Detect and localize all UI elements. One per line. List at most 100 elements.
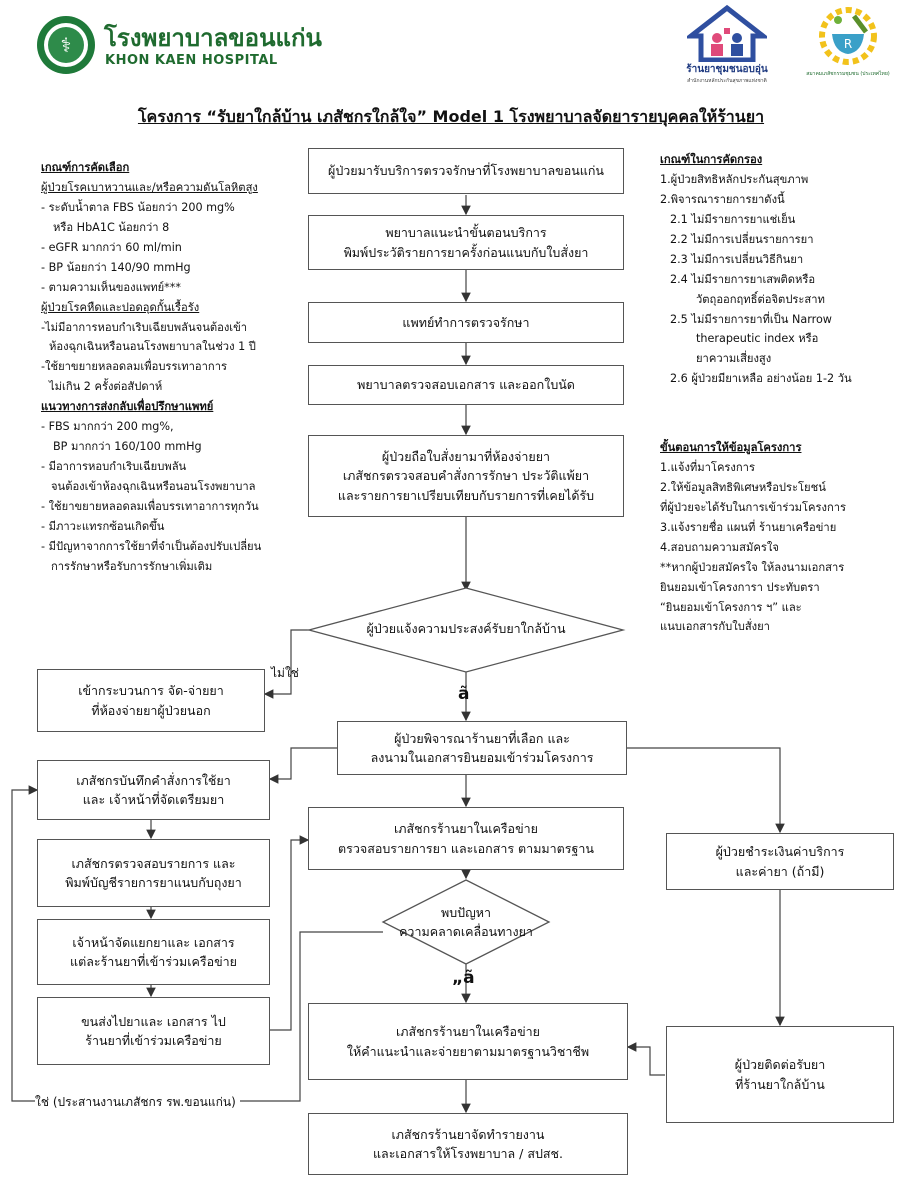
decision-text: ผู้ป่วยแจ้งความประสงค์รับยาใกล้บ้าน <box>366 621 566 636</box>
logo2-subcaption: สมาคมเภสัชกรรมชุมชน (ประเทศไทย) <box>806 71 890 77</box>
screening-item: 2.5 ไม่มีรายการยาที่เป็น Narrow <box>670 312 832 326</box>
screening-item: ยาความเสี่ยงสูง <box>696 352 772 366</box>
criteria-heading: เกณฑ์การคัดเลือก <box>41 161 130 174</box>
step-text: ผู้ป่วยชำระเงินค่าบริการ <box>715 844 845 860</box>
left-panel: เกณฑ์การคัดเลือก ผู้ป่วยโรคเบาหวานและ/หร… <box>41 158 261 577</box>
right-payment: ผู้ป่วยชำระเงินค่าบริการ และค่ายา (ถ้ามี… <box>666 833 894 890</box>
mortar-pestle-icon: R <box>819 7 877 65</box>
step-text: ที่ห้องจ่ายยาผู้ป่วยนอก <box>91 702 211 718</box>
step-nurse-check: พยาบาลตรวจสอบเอกสาร และออกใบนัด <box>308 365 624 405</box>
decision-text: พบปัญหา <box>440 905 492 920</box>
step-patient-visit: ผู้ป่วยมารับบริการตรวจรักษาที่โรงพยาบาลข… <box>308 148 624 194</box>
page-title: โครงการ “รับยาใกล้บ้าน เภสัชกรใกล้ใจ” Mo… <box>137 107 765 126</box>
info-item: “ยินยอมเข้าโครงการ ฯ” และ <box>660 600 802 614</box>
group1-item: หรือ HbA1C น้อยกว่า 8 <box>53 220 170 234</box>
step-text: และรายการยาเปรียบเทียบกับรายการที่เคยได้… <box>337 487 595 503</box>
step-select-pharmacy: ผู้ป่วยพิจารณาร้านยาที่เลือก และ ลงนามใน… <box>337 721 627 775</box>
step-text: ผู้ป่วยถือใบสั่งยามาที่ห้องจ่ายยา <box>381 448 551 464</box>
moph-logo: ⚕ <box>37 16 95 74</box>
group1-item: - eGFR มากกว่า 60 ml/min <box>41 240 182 254</box>
step-text: ลงนามในเอกสารยินยอมเข้าร่วมโครงการ <box>370 750 594 765</box>
info-item: **หากผู้ป่วยสมัครใจ ให้ลงนามเอกสาร <box>660 560 845 574</box>
mid-pharmacy-verify: เภสัชกรร้านยาในเครือข่าย ตรวจสอบรายการยา… <box>308 807 624 870</box>
info-item: 1.แจ้งที่มาโครงการ <box>660 460 755 474</box>
group1-item: - ระดับน้ำตาล FBS น้อยกว่า 200 mg% <box>41 200 235 214</box>
step-text: พิมพ์บัญชีรายการยาแนบกับถุงยา <box>65 875 242 890</box>
hospital-name-en: KHON KAEN HOSPITAL <box>105 53 278 68</box>
group1-heading: ผู้ป่วยโรคเบาหวานและ/หรือความดันโลหิตสูง <box>41 180 258 194</box>
step-text: ตรวจสอบรายการยา และเอกสาร ตามมาตรฐาน <box>338 840 594 856</box>
info-item: 2.ให้ข้อมูลสิทธิพิเศษหรือประโยชน์ <box>660 480 826 494</box>
step-text: พยาบาลตรวจสอบเอกสาร และออกใบนัด <box>357 377 575 393</box>
step-text: ร้านยาที่เข้าร่วมเครือข่าย <box>85 1033 222 1048</box>
referral-item: BP มากกว่า 160/100 mmHg <box>53 440 202 454</box>
left-transport: ขนส่งไปยาและ เอกสาร ไป ร้านยาที่เข้าร่วม… <box>37 997 270 1065</box>
no-mark-2: „ã <box>452 968 475 988</box>
left-sort-meds: เจ้าหน้าจัดแยกยาและ เอกสาร แต่ละร้านยาที… <box>37 919 270 985</box>
referral-item: - ใช้ยาขยายหลอดลมเพื่อบรรเทาอาการทุกวัน <box>41 499 259 513</box>
screening-item: 1.ผู้ป่วยสิทธิหลักประกันสุขภาพ <box>660 172 809 186</box>
step-text: ขนส่งไปยาและ เอกสาร ไป <box>81 1013 226 1029</box>
screening-item: 2.2 ไม่มีการเปลี่ยนรายการยา <box>670 232 814 246</box>
step-text: แพทย์ทำการตรวจรักษา <box>402 314 530 330</box>
group2-item: ไม่เกิน 2 ครั้งต่อสัปดาห์ <box>49 380 163 394</box>
step-text: ผู้ป่วยติดต่อรับยา <box>734 1057 826 1073</box>
yes-mark-1: ã <box>458 684 470 704</box>
decision-text: ความคลาดเคลื่อนทางยา <box>399 923 533 939</box>
pharmacy-association-logo: R สมาคมเภสัชกรรมชุมชน (ประเทศไทย) <box>806 2 890 88</box>
step-text: เข้ากระบวนการ จัด-จ่ายยา <box>78 683 224 699</box>
logo1-subcaption: สำนักงานหลักประกันสุขภาพแห่งชาติ <box>687 78 767 84</box>
group2-item: ห้องฉุกเฉินหรือนอนโรงพยาบาลในช่วง 1 ปี <box>49 340 256 354</box>
referral-item: - มีอาการหอบกำเริบเฉียบพลัน <box>41 460 187 474</box>
warm-pharmacy-logo: ร้านยาชุมชนอบอุ่น สำนักงานหลักประกันสุขภ… <box>672 4 782 86</box>
step-doctor-exam: แพทย์ทำการตรวจรักษา <box>308 302 624 343</box>
mid-pharmacy-report: เภสัชกรร้านยาจัดทำรายงาน และเอกสารให้โรง… <box>308 1113 628 1175</box>
step-text: ให้คำแนะนำและจ่ายยาตามมาตรฐานวิชาชีพ <box>346 1043 590 1059</box>
group2-item: -ไม่มีอาการหอบกำเริบเฉียบพลันจนต้องเข้า <box>41 320 248 334</box>
step-text: เภสัชกรร้านยาในเครือข่าย <box>394 821 538 837</box>
info-item: ยินยอมเข้าโครงการา ประทับตรา <box>660 580 820 594</box>
decision-2-text: พบปัญหา ความคลาดเคลื่อนทางยา <box>383 904 549 942</box>
screening-item: วัตถุออกฤทธิ์ต่อจิตประสาท <box>696 292 825 306</box>
logo1-caption: ร้านยาชุมชนอบอุ่น <box>686 64 768 75</box>
mid-pharmacy-counsel: เภสัชกรร้านยาในเครือข่าย ให้คำแนะนำและจ่… <box>308 1003 628 1080</box>
referral-item: การรักษาหรือรับการรักษาเพิ่มเติม <box>51 559 213 573</box>
decision-diamond-2 <box>381 879 551 965</box>
screening-heading: เกณฑ์ในการคัดกรอง <box>660 153 763 166</box>
step-pharmacist-review: ผู้ป่วยถือใบสั่งยามาที่ห้องจ่ายยา เภสัชก… <box>308 435 624 517</box>
info-item: 3.แจ้งรายชื่อ แผนที่ ร้านยาเครือข่าย <box>660 520 837 534</box>
decision-1-text: ผู้ป่วยแจ้งความประสงค์รับยาใกล้บ้าน <box>320 620 612 639</box>
step-text: พิมพ์ประวัติรายการยาครั้งก่อนแนบกับใบสั่… <box>343 244 589 260</box>
info-panel: ขั้นตอนการให้ข้อมูลโครงการ 1.แจ้งที่มาโค… <box>660 438 846 637</box>
step-nurse-guidance: พยาบาลแนะนำขั้นตอนบริการ พิมพ์ประวัติราย… <box>308 215 624 270</box>
no-label: ไม่ใช่ <box>271 666 299 680</box>
info-heading: ขั้นตอนการให้ข้อมูลโครงการ <box>660 441 802 454</box>
referral-item: - FBS มากกว่า 200 mg%, <box>41 420 174 434</box>
screening-item: 2.1 ไม่มีรายการยาแช่เย็น <box>670 212 796 226</box>
step-text: เภสัชกรบันทึกคำสั่งการใช้ยา <box>76 772 231 788</box>
step-text: ผู้ป่วยพิจารณาร้านยาที่เลือก และ <box>394 730 570 746</box>
step-text: และค่ายา (ถ้ามี) <box>735 863 825 879</box>
group1-item: - ตามความเห็นของแพทย์*** <box>41 280 181 294</box>
right-panel: เกณฑ์ในการคัดกรอง 1.ผู้ป่วยสิทธิหลักประก… <box>660 150 852 389</box>
step-text: และ เจ้าหน้าที่จัดเตรียมยา <box>82 792 225 807</box>
step-text: แต่ละร้านยาที่เข้าร่วมเครือข่าย <box>70 954 237 969</box>
step-text: เภสัชกรตรวจสอบคำสั่งการรักษา ประวัติแพ้ย… <box>342 468 590 484</box>
step-text: เภสัชกรร้านยาจัดทำรายงาน <box>391 1126 545 1142</box>
referral-item: - มีภาวะแทรกซ้อนเกิดขึ้น <box>41 519 165 533</box>
step-text: และเอกสารให้โรงพยาบาล / สปสช. <box>372 1146 564 1161</box>
screening-item: 2.พิจารณารายการยาดังนี้ <box>660 192 785 206</box>
hospital-name-th: โรงพยาบาลขอนแก่น <box>104 24 322 52</box>
step-text: เจ้าหน้าจัดแยกยาและ เอกสาร <box>72 934 235 950</box>
svg-text:R: R <box>844 37 852 51</box>
screening-item: 2.6 ผู้ป่วยมียาเหลือ อย่างน้อย 1-2 วัน <box>670 372 852 386</box>
info-item: ที่ผู้ป่วยจะได้รับในการเข้าร่วมโครงการ <box>660 500 847 514</box>
left-record-order: เภสัชกรบันทึกคำสั่งการใช้ยา และ เจ้าหน้า… <box>37 760 270 820</box>
referral-item: - มีปัญหาจากการใช้ยาที่จำเป็นต้องปรับเปล… <box>41 539 262 553</box>
decision-diamond-1 <box>306 587 626 673</box>
yes-coordination-label: ใช่ (ประสานงานเภสัชกร รพ.ขอนแก่น) <box>35 1093 240 1112</box>
step-text: เภสัชกรตรวจสอบรายการ และ <box>71 855 236 871</box>
box-opd-dispensing: เข้ากระบวนการ จัด-จ่ายยา ที่ห้องจ่ายยาผู… <box>37 669 265 732</box>
group2-heading: ผู้ป่วยโรคหืดและปอดอุดกั้นเรื้อรัง <box>41 300 200 314</box>
